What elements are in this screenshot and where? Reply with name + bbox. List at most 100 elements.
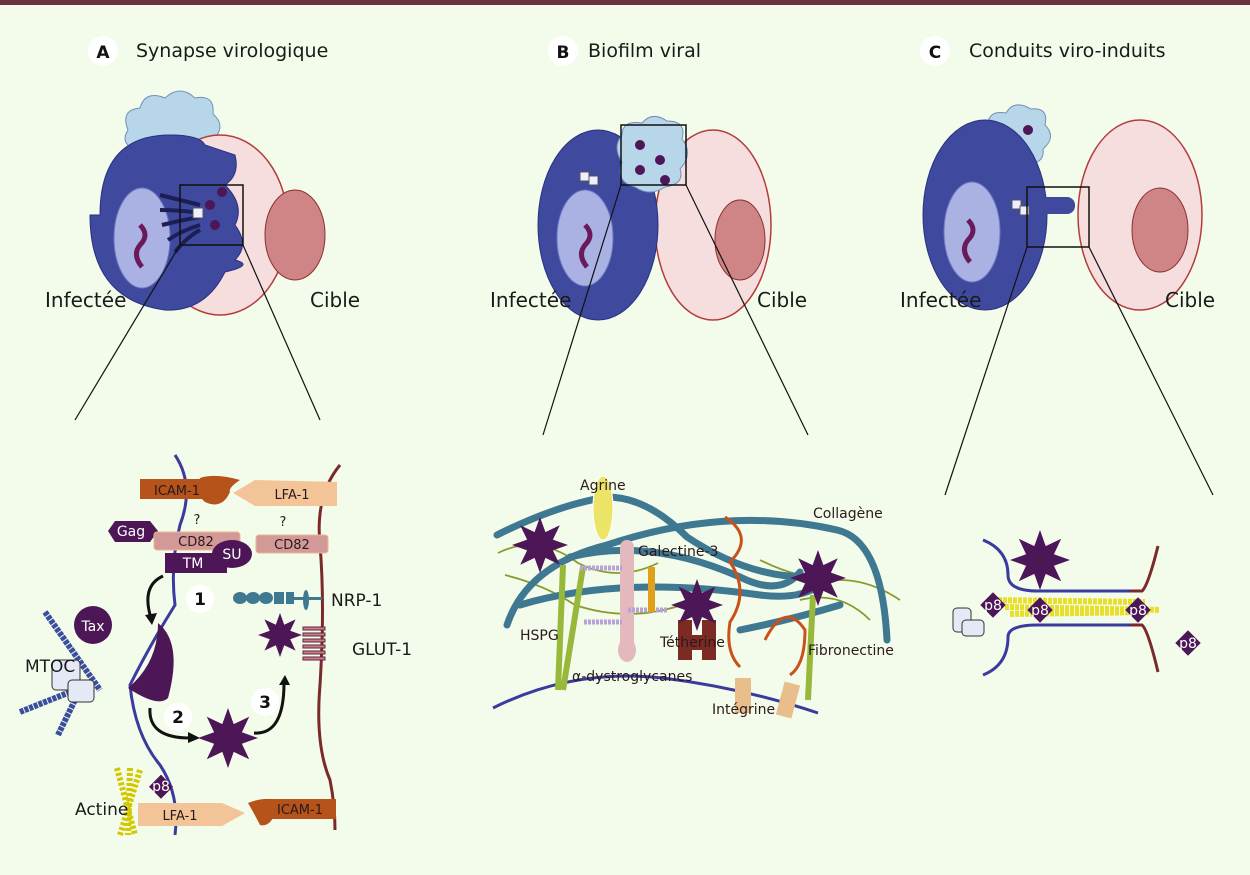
panel-b-cells: Infectée Cible bbox=[490, 116, 809, 436]
mtoc-icon bbox=[51, 659, 95, 703]
target-nucleus bbox=[714, 199, 766, 281]
virion-icon bbox=[671, 579, 723, 631]
p8-protein: p8 bbox=[980, 592, 1006, 618]
arrow-step3-icon bbox=[279, 675, 290, 685]
dystroglycanes-label: α-dystroglycanes bbox=[572, 669, 692, 685]
glut1-transporter bbox=[302, 626, 326, 661]
lfa1-bottom-label: LFA-1 bbox=[162, 809, 197, 824]
gag-label: Gag bbox=[117, 524, 145, 540]
panel-a-header: A Synapse virologique bbox=[88, 36, 328, 66]
cd82-left-label: CD82 bbox=[178, 535, 214, 550]
step3-badge bbox=[251, 688, 279, 716]
target-label-c: Cible bbox=[1165, 288, 1215, 312]
virion-icon bbox=[790, 550, 846, 606]
target-nucleus bbox=[264, 189, 326, 281]
p8-protein: p8 bbox=[1175, 630, 1201, 656]
arrow-step1-icon bbox=[145, 613, 157, 625]
infected-label-c: Infectée bbox=[900, 288, 981, 312]
question-mark: ? bbox=[194, 513, 201, 528]
budding-virion bbox=[128, 623, 174, 702]
su-protein bbox=[212, 540, 252, 568]
su-label: SU bbox=[222, 547, 241, 563]
tax-protein bbox=[74, 606, 112, 644]
dystroglycan-protein bbox=[620, 540, 634, 660]
viral-biofilm bbox=[616, 116, 688, 193]
step2-badge bbox=[164, 703, 192, 731]
cell-membrane bbox=[492, 674, 819, 715]
p8-protein: p8 bbox=[1027, 597, 1053, 623]
panel-c-title: Conduits viro-induits bbox=[969, 40, 1166, 62]
icam1-top-label: ICAM-1 bbox=[154, 484, 200, 499]
virion-icon bbox=[1010, 530, 1070, 590]
cd82-right-label: CD82 bbox=[274, 538, 310, 553]
nrp1-receptor bbox=[233, 590, 322, 610]
step1-badge bbox=[186, 585, 214, 613]
p8-label: p8 bbox=[1179, 636, 1197, 652]
infected-label-b: Infectée bbox=[490, 288, 571, 312]
integrine-label: Intégrine bbox=[712, 702, 775, 718]
arrow-step2-icon bbox=[188, 732, 200, 743]
hspg-stalks bbox=[555, 564, 816, 701]
agrine-protein bbox=[592, 475, 614, 541]
conduit-detail: p8 p8 p8 p8 bbox=[952, 538, 1201, 677]
collagen-fibers bbox=[493, 493, 891, 644]
fibronectin-chains bbox=[724, 515, 807, 677]
lfa1-bottom bbox=[138, 803, 245, 826]
infected-nucleus bbox=[556, 189, 614, 287]
lfa1-top-label: LFA-1 bbox=[274, 488, 309, 503]
panel-a-letter: A bbox=[96, 43, 110, 63]
panel-c-badge bbox=[920, 36, 950, 66]
p8-label: p8 bbox=[1129, 603, 1147, 619]
mtoc-icon bbox=[952, 607, 985, 637]
panel-c-letter: C bbox=[929, 43, 941, 63]
provirus-icon bbox=[962, 218, 976, 264]
top-bar bbox=[0, 0, 1250, 5]
tetherine-protein bbox=[678, 620, 716, 660]
biofilm-detail: Agrine Collagène Galectine-3 HSPG Téther… bbox=[492, 475, 901, 719]
nrp1-label: NRP-1 bbox=[331, 591, 382, 611]
tetherine-label: Tétherine bbox=[659, 635, 725, 651]
target-label-a: Cible bbox=[310, 288, 360, 312]
synapse-detail: ICAM-1 LFA-1 ? ? Gag CD82 CD82 TM SU 1 2… bbox=[18, 454, 412, 836]
tm-label: TM bbox=[182, 556, 204, 572]
integrine-protein bbox=[775, 681, 801, 719]
infected-label-a: Infectée bbox=[45, 288, 126, 312]
tm-protein bbox=[165, 553, 227, 573]
tax-label: Tax bbox=[80, 619, 104, 635]
infected-membrane bbox=[128, 454, 188, 836]
collagene-label: Collagène bbox=[813, 506, 883, 522]
hspg-label: HSPG bbox=[520, 628, 559, 644]
integrine-protein bbox=[735, 678, 751, 713]
galectine3-protein bbox=[648, 567, 655, 612]
panel-c-cells: Infectée Cible bbox=[900, 104, 1215, 496]
virion-icon bbox=[258, 613, 302, 657]
step2-label: 2 bbox=[172, 708, 184, 728]
p8-protein: p8 bbox=[1125, 597, 1151, 623]
icam1-bottom bbox=[264, 799, 336, 819]
step1-label: 1 bbox=[194, 590, 206, 610]
actin-filaments bbox=[114, 767, 143, 836]
zoom-box-c bbox=[1026, 186, 1090, 248]
viral-conduit bbox=[1030, 197, 1075, 214]
panel-b-letter: B bbox=[557, 43, 570, 63]
gag-protein bbox=[108, 521, 158, 542]
icam1-bottom-label: ICAM-1 bbox=[277, 803, 323, 818]
galectine3-label: Galectine-3 bbox=[638, 544, 718, 560]
lfa1-top bbox=[233, 480, 337, 506]
p8-label: p8 bbox=[152, 779, 170, 795]
panel-b-badge bbox=[548, 36, 578, 66]
panel-b-header: B Biofilm viral bbox=[548, 36, 701, 66]
agrine-label: Agrine bbox=[580, 478, 626, 494]
target-membrane bbox=[317, 464, 342, 831]
icam1-top bbox=[140, 479, 215, 499]
conduit-membrane-top bbox=[982, 538, 1138, 593]
mtoc-icon bbox=[192, 207, 204, 219]
p8-label: p8 bbox=[984, 598, 1002, 614]
provirus-icon bbox=[134, 223, 148, 269]
panel-a-cells: Infectée Cible bbox=[45, 90, 360, 421]
provirus-icon bbox=[579, 223, 593, 269]
fibronectine-label: Fibronectine bbox=[808, 643, 894, 659]
panel-c-header: C Conduits viro-induits bbox=[920, 36, 1166, 66]
glut1-label: GLUT-1 bbox=[352, 640, 412, 660]
